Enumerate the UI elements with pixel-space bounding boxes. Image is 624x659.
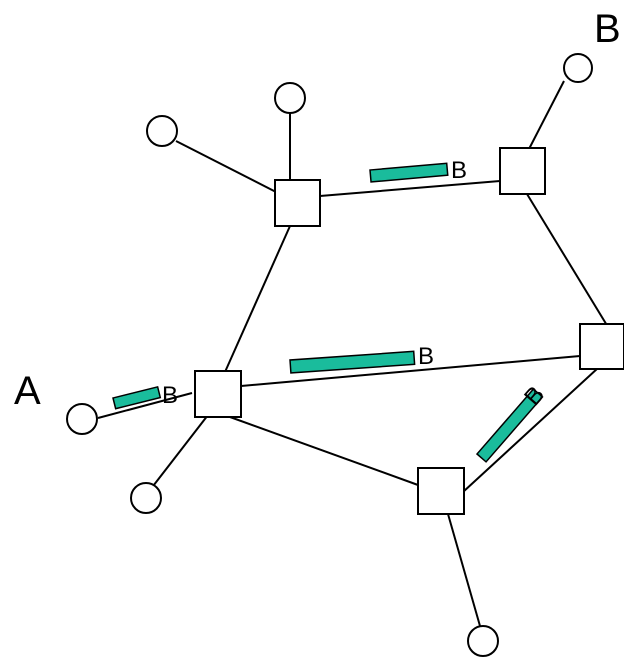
packet-middle: B: [289, 343, 434, 374]
host-top[interactable]: [274, 82, 306, 114]
link-router-top-right-to-router-right: [526, 193, 609, 328]
packet-label: B: [451, 157, 467, 184]
link-router-left-to-router-bottom: [229, 416, 419, 486]
host-bottom[interactable]: [467, 625, 499, 657]
packets: B B B B: [112, 157, 550, 463]
router-right[interactable]: [579, 323, 624, 370]
link-router-bottom-to-router-right: [462, 367, 599, 493]
link-host-upper-left-to-router-top-left: [175, 140, 277, 193]
link-router-left-to-router-right: [240, 355, 581, 387]
packet-label: B: [418, 343, 434, 370]
packet-bar: [475, 388, 544, 463]
link-router-top-right-to-host-b: [528, 80, 565, 150]
router-top-left[interactable]: [274, 179, 321, 227]
link-router-left-to-router-top-left: [224, 225, 291, 373]
packet-bar: [289, 350, 416, 374]
packet-bar: [112, 385, 162, 410]
packet-top: B: [369, 157, 467, 184]
packet-label: B: [162, 382, 178, 409]
packet-near-a: B: [112, 382, 178, 410]
host-a[interactable]: [66, 403, 98, 435]
routers: [194, 147, 624, 515]
router-left[interactable]: [194, 370, 242, 418]
link-host-lower-left-to-router-left: [149, 414, 209, 491]
router-top-right[interactable]: [499, 147, 546, 195]
link-router-bottom-to-host-bottom: [447, 513, 481, 627]
destination-label: B: [594, 7, 621, 51]
hosts: [66, 53, 593, 657]
link-router-top-left-to-router-top-right: [319, 180, 501, 197]
links: [97, 80, 609, 627]
host-lower-left[interactable]: [130, 482, 162, 514]
packet-bar: [369, 162, 449, 183]
router-bottom[interactable]: [417, 467, 465, 515]
host-b[interactable]: [563, 53, 593, 83]
host-upper-left[interactable]: [146, 115, 178, 147]
link-host-a-to-router-left: [97, 392, 193, 419]
source-label: A: [14, 369, 41, 413]
